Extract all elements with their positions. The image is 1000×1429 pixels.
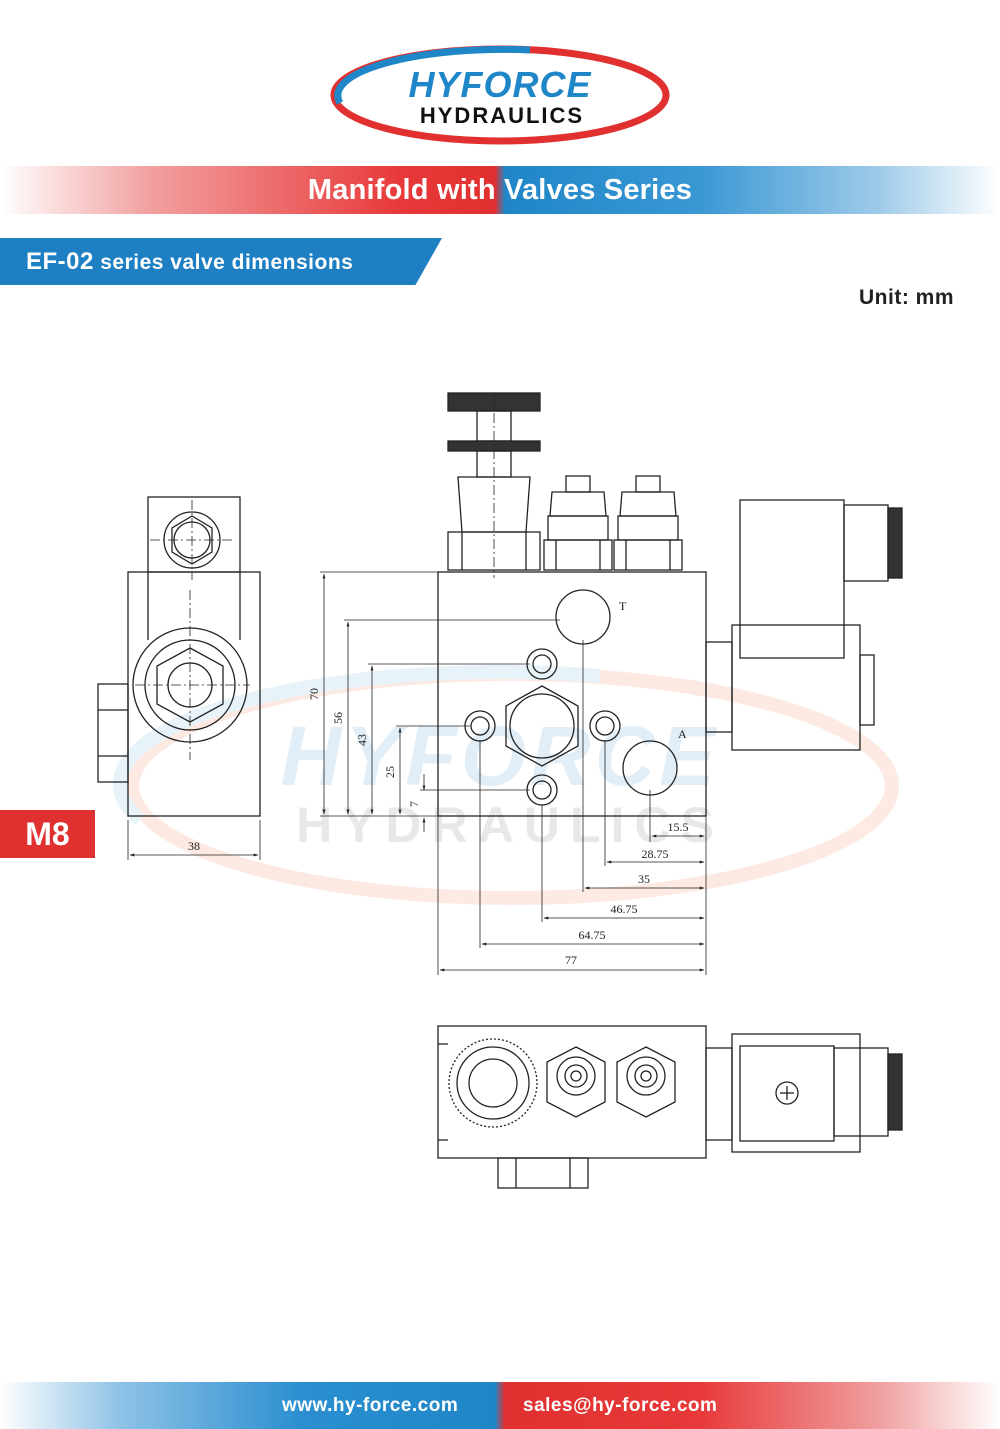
footer-bar (0, 1382, 1000, 1429)
port-t-label: T (619, 599, 627, 613)
watermark-text-1: HYFORCE (281, 709, 720, 803)
port-a-label: A (678, 727, 687, 741)
section-heading: EF-02 series valve dimensions (26, 238, 353, 285)
dim-w-77: 77 (565, 953, 577, 967)
model-tag: M8 (0, 810, 95, 858)
unit-label: Unit: mm (859, 286, 954, 309)
footer-email-link[interactable]: sales@hy-force.com (523, 1395, 718, 1416)
dim-side-width: 38 (188, 839, 200, 853)
section-code: EF-02 (26, 248, 94, 275)
section-label-text: series valve dimensions (100, 251, 354, 274)
watermark: HYFORCE HYDRAULICS (112, 665, 899, 905)
logo-text-hydraulics: HYDRAULICS (420, 103, 584, 128)
side-view (97, 496, 261, 860)
hyforce-logo: HYFORCE HYDRAULICS (330, 45, 670, 145)
top-view (437, 1025, 903, 1189)
series-title: Manifold with Valves Series (307, 174, 693, 206)
valve-dimension-drawing: HYFORCE HYDRAULICS (97, 392, 903, 1189)
dim-height-25: 25 (383, 766, 397, 778)
dim-w-15-5: 15.5 (668, 820, 689, 834)
dim-w-28-75: 28.75 (642, 847, 669, 861)
watermark-text-2: HYDRAULICS (296, 797, 724, 853)
dim-height-70: 70 (307, 688, 321, 700)
dim-w-46-75: 46.75 (611, 902, 638, 916)
logo-text-hyforce: HYFORCE (408, 64, 591, 105)
section-tab (0, 238, 442, 285)
dim-w-64-75: 64.75 (579, 928, 606, 942)
footer-website-link[interactable]: www.hy-force.com (282, 1395, 459, 1416)
front-view (320, 392, 903, 975)
dim-height-7: 7 (407, 801, 421, 807)
dim-height-56: 56 (331, 712, 345, 724)
dim-w-35: 35 (638, 872, 650, 886)
dim-height-43: 43 (355, 734, 369, 746)
series-banner (0, 166, 1000, 214)
